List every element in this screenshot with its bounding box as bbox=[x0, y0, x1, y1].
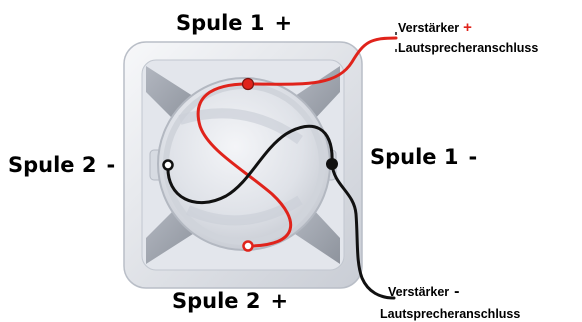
annotation-amplifier-plus: Verstärker+ bbox=[398, 19, 472, 36]
coil2-minus-terminal bbox=[162, 159, 174, 171]
label-coil1-plus: Spule 1+ bbox=[176, 11, 292, 35]
coil1-plus-terminal bbox=[241, 77, 255, 91]
positive-wire-to-amplifier bbox=[246, 36, 398, 86]
cone-ridge bbox=[185, 195, 303, 226]
label-coil1-minus: Spule 1- bbox=[370, 145, 477, 169]
coil1-minus-terminal bbox=[326, 158, 338, 170]
speaker-frame bbox=[123, 41, 363, 289]
negative-wiring bbox=[166, 124, 396, 300]
annotation-amplifier-plus-line2: Lautsprecheranschluss bbox=[398, 41, 538, 55]
label-coil2-minus: Spule 2- bbox=[8, 153, 115, 177]
negative-wire-cross bbox=[166, 124, 334, 205]
annotation-amplifier-minus: Verstärker- bbox=[388, 283, 460, 300]
positive-wiring bbox=[196, 36, 398, 248]
coil2-plus-terminal bbox=[242, 240, 254, 252]
label-coil2-plus: Spule 2+ bbox=[172, 289, 288, 313]
negative-wire-to-amplifier bbox=[330, 162, 396, 300]
annotation-amplifier-minus-line2: Lautsprecheranschluss bbox=[380, 307, 520, 321]
positive-wire-cross bbox=[196, 82, 293, 248]
